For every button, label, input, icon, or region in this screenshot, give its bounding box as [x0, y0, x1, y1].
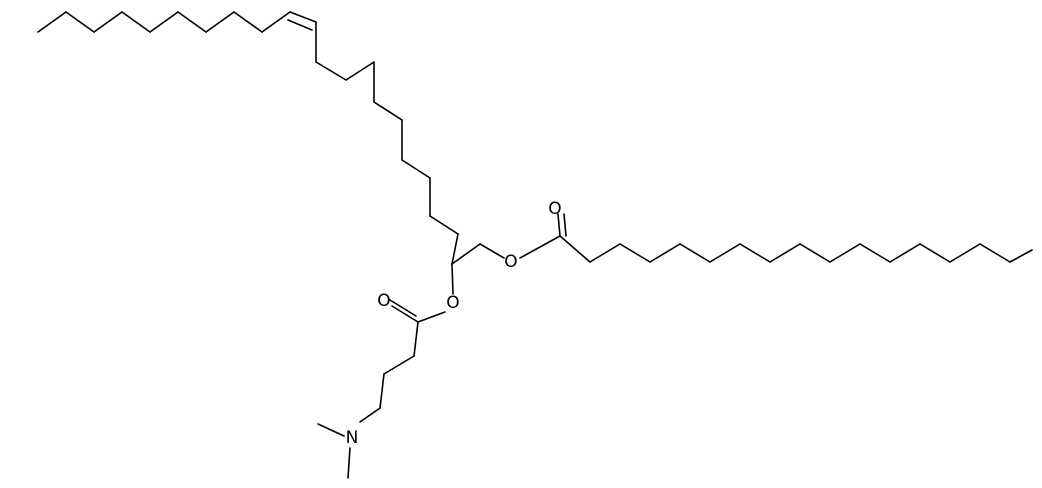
palmitoyl-chain-bond — [679, 243, 711, 263]
palmitoyl-chain-bond — [859, 243, 891, 263]
oleyl-chain-bond — [177, 11, 207, 33]
palmitoyl-chain-bond — [799, 243, 831, 263]
oleyl-chain-bond — [93, 11, 123, 33]
palmitoyl-chain-bond — [649, 243, 681, 263]
ester-oxygen-2: O — [446, 293, 459, 313]
oleyl-chain-bond — [315, 61, 347, 81]
oleyl-chain-bond — [233, 11, 263, 33]
oleyl-chain-bond — [401, 159, 431, 179]
ester-oxygen-1: O — [504, 252, 517, 272]
amine-nitrogen: N — [346, 428, 359, 448]
palmitoyl-chain-bond — [1009, 249, 1033, 263]
bond-layer — [37, 11, 1033, 479]
oleyl-chain-bond — [345, 61, 375, 81]
oleyl-chain-bond — [205, 11, 235, 33]
aminobutanoyl-chain-bond — [413, 321, 419, 357]
backbone-bond — [479, 243, 505, 259]
n-methyl-bond — [317, 423, 345, 437]
palmitoyl-chain-bond — [769, 243, 801, 263]
palmitoyl-chain-bond — [949, 243, 981, 263]
aminobutanoyl-chain-bond — [379, 373, 385, 409]
carbonyl-oxygen-1: O — [548, 199, 561, 219]
carbonyl-bond — [389, 299, 417, 317]
oleyl-chain-bond — [289, 11, 317, 23]
oleyl-chain-bond — [149, 11, 179, 33]
carbonyl-bond — [563, 213, 567, 237]
carbonyl-bond — [391, 305, 419, 323]
palmitoyl-chain-bond — [619, 243, 651, 263]
palmitoyl-chain-bond — [559, 235, 591, 263]
ester-bond — [519, 235, 561, 259]
oleyl-chain-bond — [451, 233, 459, 265]
palmitoyl-chain-bond — [919, 243, 951, 263]
palmitoyl-chain-bond — [979, 243, 1011, 263]
oleyl-chain-bond — [261, 11, 291, 33]
oleyl-chain-bond — [65, 11, 95, 33]
backbone-bond — [451, 243, 481, 265]
carbonyl-oxygen-2: O — [377, 291, 390, 311]
aminobutanoyl-chain-bond — [383, 355, 415, 375]
oleyl-chain-bond — [373, 101, 403, 121]
palmitoyl-chain-bond — [829, 243, 861, 263]
ester-bond — [417, 311, 446, 323]
aminobutanoyl-chain-bond — [359, 407, 381, 423]
oleyl-chain-bond — [429, 215, 459, 235]
palmitoyl-chain-bond — [739, 243, 771, 263]
palmitoyl-chain-bond — [589, 243, 621, 263]
n-methyl-bond — [347, 447, 351, 479]
oleyl-chain-bond — [121, 11, 151, 33]
palmitoyl-chain-bond — [889, 243, 921, 263]
carbonyl-bond — [557, 213, 561, 237]
palmitoyl-chain-bond — [709, 243, 741, 263]
backbone-bond — [451, 263, 454, 295]
double-bond-line — [287, 19, 313, 31]
oleyl-chain-bond — [37, 11, 67, 33]
